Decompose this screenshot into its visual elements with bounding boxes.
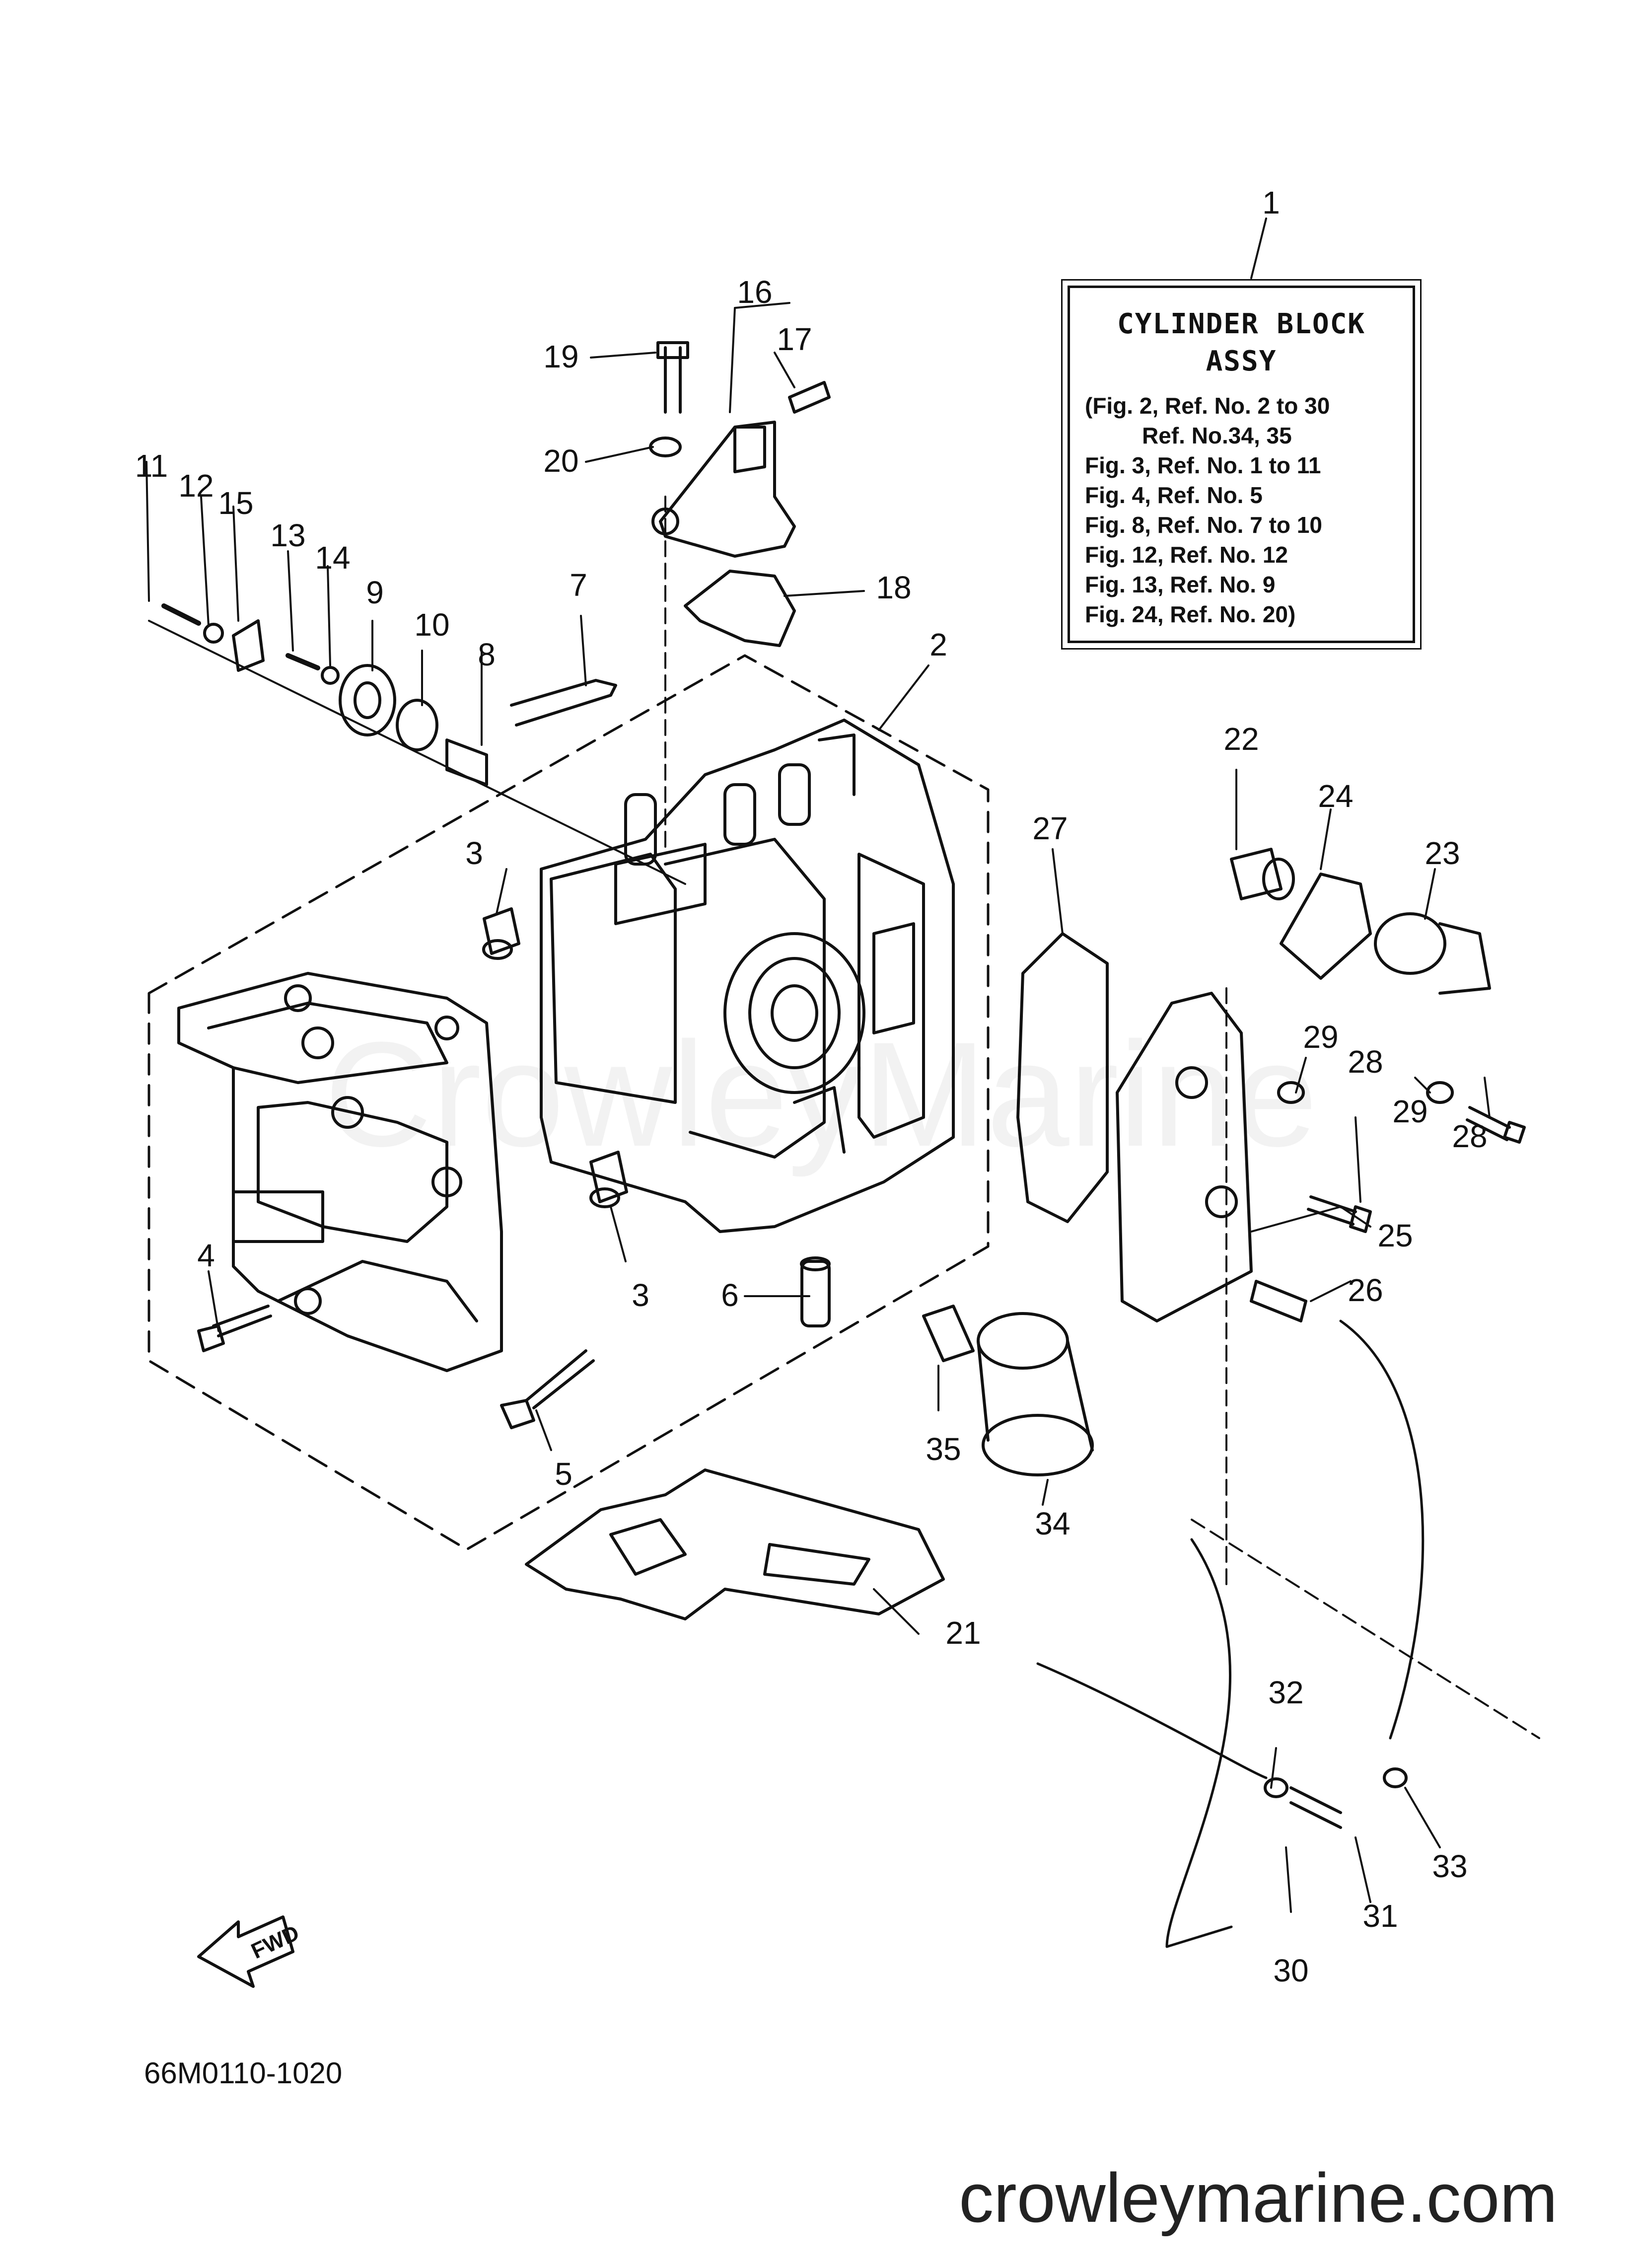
legend-line: Fig. 4, Ref. No. 5 [1085, 482, 1263, 508]
callout-31: 31 [1362, 1898, 1398, 1934]
callout-1: 1 [1262, 185, 1280, 220]
callout-14: 14 [315, 540, 350, 576]
callout-2: 2 [929, 627, 947, 662]
callout-23: 23 [1425, 835, 1460, 871]
callout-7: 7 [570, 567, 587, 603]
sender-part [1230, 848, 1295, 900]
callout-18: 18 [876, 570, 911, 605]
callout-9: 9 [366, 575, 384, 610]
housing-part [1374, 912, 1491, 995]
gasket-part [684, 570, 796, 647]
callout-12: 12 [178, 468, 214, 504]
leader-lines [145, 218, 1491, 1913]
callout-17: 17 [777, 321, 812, 357]
callout-25: 25 [1377, 1218, 1413, 1253]
callout-32: 32 [1268, 1675, 1303, 1710]
hose-part [1339, 1319, 1425, 1740]
gasket-part [1280, 873, 1372, 980]
hose-part [1165, 1538, 1233, 1948]
dowel-pin-part [482, 907, 520, 960]
gasket-part [525, 1468, 945, 1620]
exhaust-cover-part [1116, 992, 1253, 1322]
callout-5: 5 [555, 1456, 572, 1492]
washer-part [649, 437, 682, 457]
sleeve-part [800, 1256, 831, 1327]
bolt-part [1307, 1195, 1372, 1233]
bolt-part [656, 341, 689, 414]
callout-27: 27 [1032, 810, 1068, 846]
bolt-part [500, 1349, 595, 1429]
legend-line: (Fig. 2, Ref. No. 2 to 30 [1085, 393, 1330, 419]
hose-part [510, 679, 617, 727]
footer-url[interactable]: crowleymarine.com [959, 2159, 1558, 2237]
callout-33: 33 [1432, 1848, 1467, 1884]
callout-34: 34 [1035, 1506, 1070, 1541]
thermostat-cover-part [651, 421, 796, 558]
legend-line: Ref. No.34, 35 [1085, 423, 1292, 448]
fwd-arrow-icon [197, 1915, 294, 1988]
callout-35: 35 [926, 1431, 961, 1467]
legend-line: Fig. 13, Ref. No. 9 [1085, 572, 1276, 597]
fwd-label: FWD [248, 1920, 303, 1964]
callout-29: 29 [1303, 1019, 1338, 1055]
crankcase-part [177, 972, 503, 1372]
diagram-code: 66M0110-1020 [144, 2056, 343, 2090]
callout-24: 24 [1318, 778, 1353, 814]
fitting-part [1264, 1767, 1408, 1829]
oil-filter-part [977, 1312, 1094, 1476]
gasket-part [1016, 932, 1109, 1223]
hose-part [1036, 1662, 1268, 1779]
fitting-part [1250, 1280, 1307, 1322]
fitting-part [922, 1305, 975, 1362]
callout-28: 28 [1452, 1118, 1487, 1154]
callout-3: 3 [632, 1277, 649, 1313]
legend-line: Fig. 3, Ref. No. 1 to 11 [1085, 452, 1321, 478]
callout-26: 26 [1348, 1272, 1383, 1308]
callout-15: 15 [218, 485, 253, 521]
legend-box: CYLINDER BLOCK ASSY (Fig. 2, Ref. No. 2 … [1061, 279, 1422, 650]
callout-29: 29 [1392, 1094, 1428, 1129]
watermark: CrowleyMarine [324, 1011, 1318, 1177]
callout-28: 28 [1348, 1044, 1383, 1080]
fitting-part [788, 381, 831, 414]
water-pump-parts [161, 603, 488, 786]
callout-3: 3 [465, 835, 483, 871]
callout-numbers: 2 3 3 4 5 6 7 8 9 10 11 12 13 14 15 16 1… [135, 185, 1488, 1988]
callout-20: 20 [543, 443, 578, 479]
callout-13: 13 [270, 517, 305, 553]
legend-subtitle: ASSY [1206, 345, 1277, 377]
callout-19: 19 [543, 339, 578, 374]
callout-21: 21 [945, 1615, 981, 1651]
callout-6: 6 [721, 1277, 739, 1313]
callout-30: 30 [1273, 1953, 1308, 1988]
legend-line: Fig. 8, Ref. No. 7 to 10 [1085, 512, 1322, 538]
washer-part [1277, 1081, 1305, 1104]
legend-line: Fig. 24, Ref. No. 20) [1085, 601, 1296, 627]
bolt-part [197, 1305, 272, 1352]
dowel-pin-part [589, 1151, 628, 1208]
callout-4: 4 [197, 1238, 215, 1273]
callout-8: 8 [478, 637, 496, 672]
callout-11: 11 [135, 448, 168, 484]
legend-title: CYLINDER BLOCK [1117, 308, 1365, 340]
callout-16: 16 [737, 274, 772, 310]
shaft-axis-line [148, 620, 686, 885]
assembly-outline-dashed [147, 654, 990, 1551]
callout-22: 22 [1223, 721, 1259, 757]
callout-10: 10 [414, 607, 449, 643]
locator-line [1191, 987, 1540, 1739]
legend-line: Fig. 12, Ref. No. 12 [1085, 542, 1288, 568]
washer-part [1426, 1081, 1454, 1104]
